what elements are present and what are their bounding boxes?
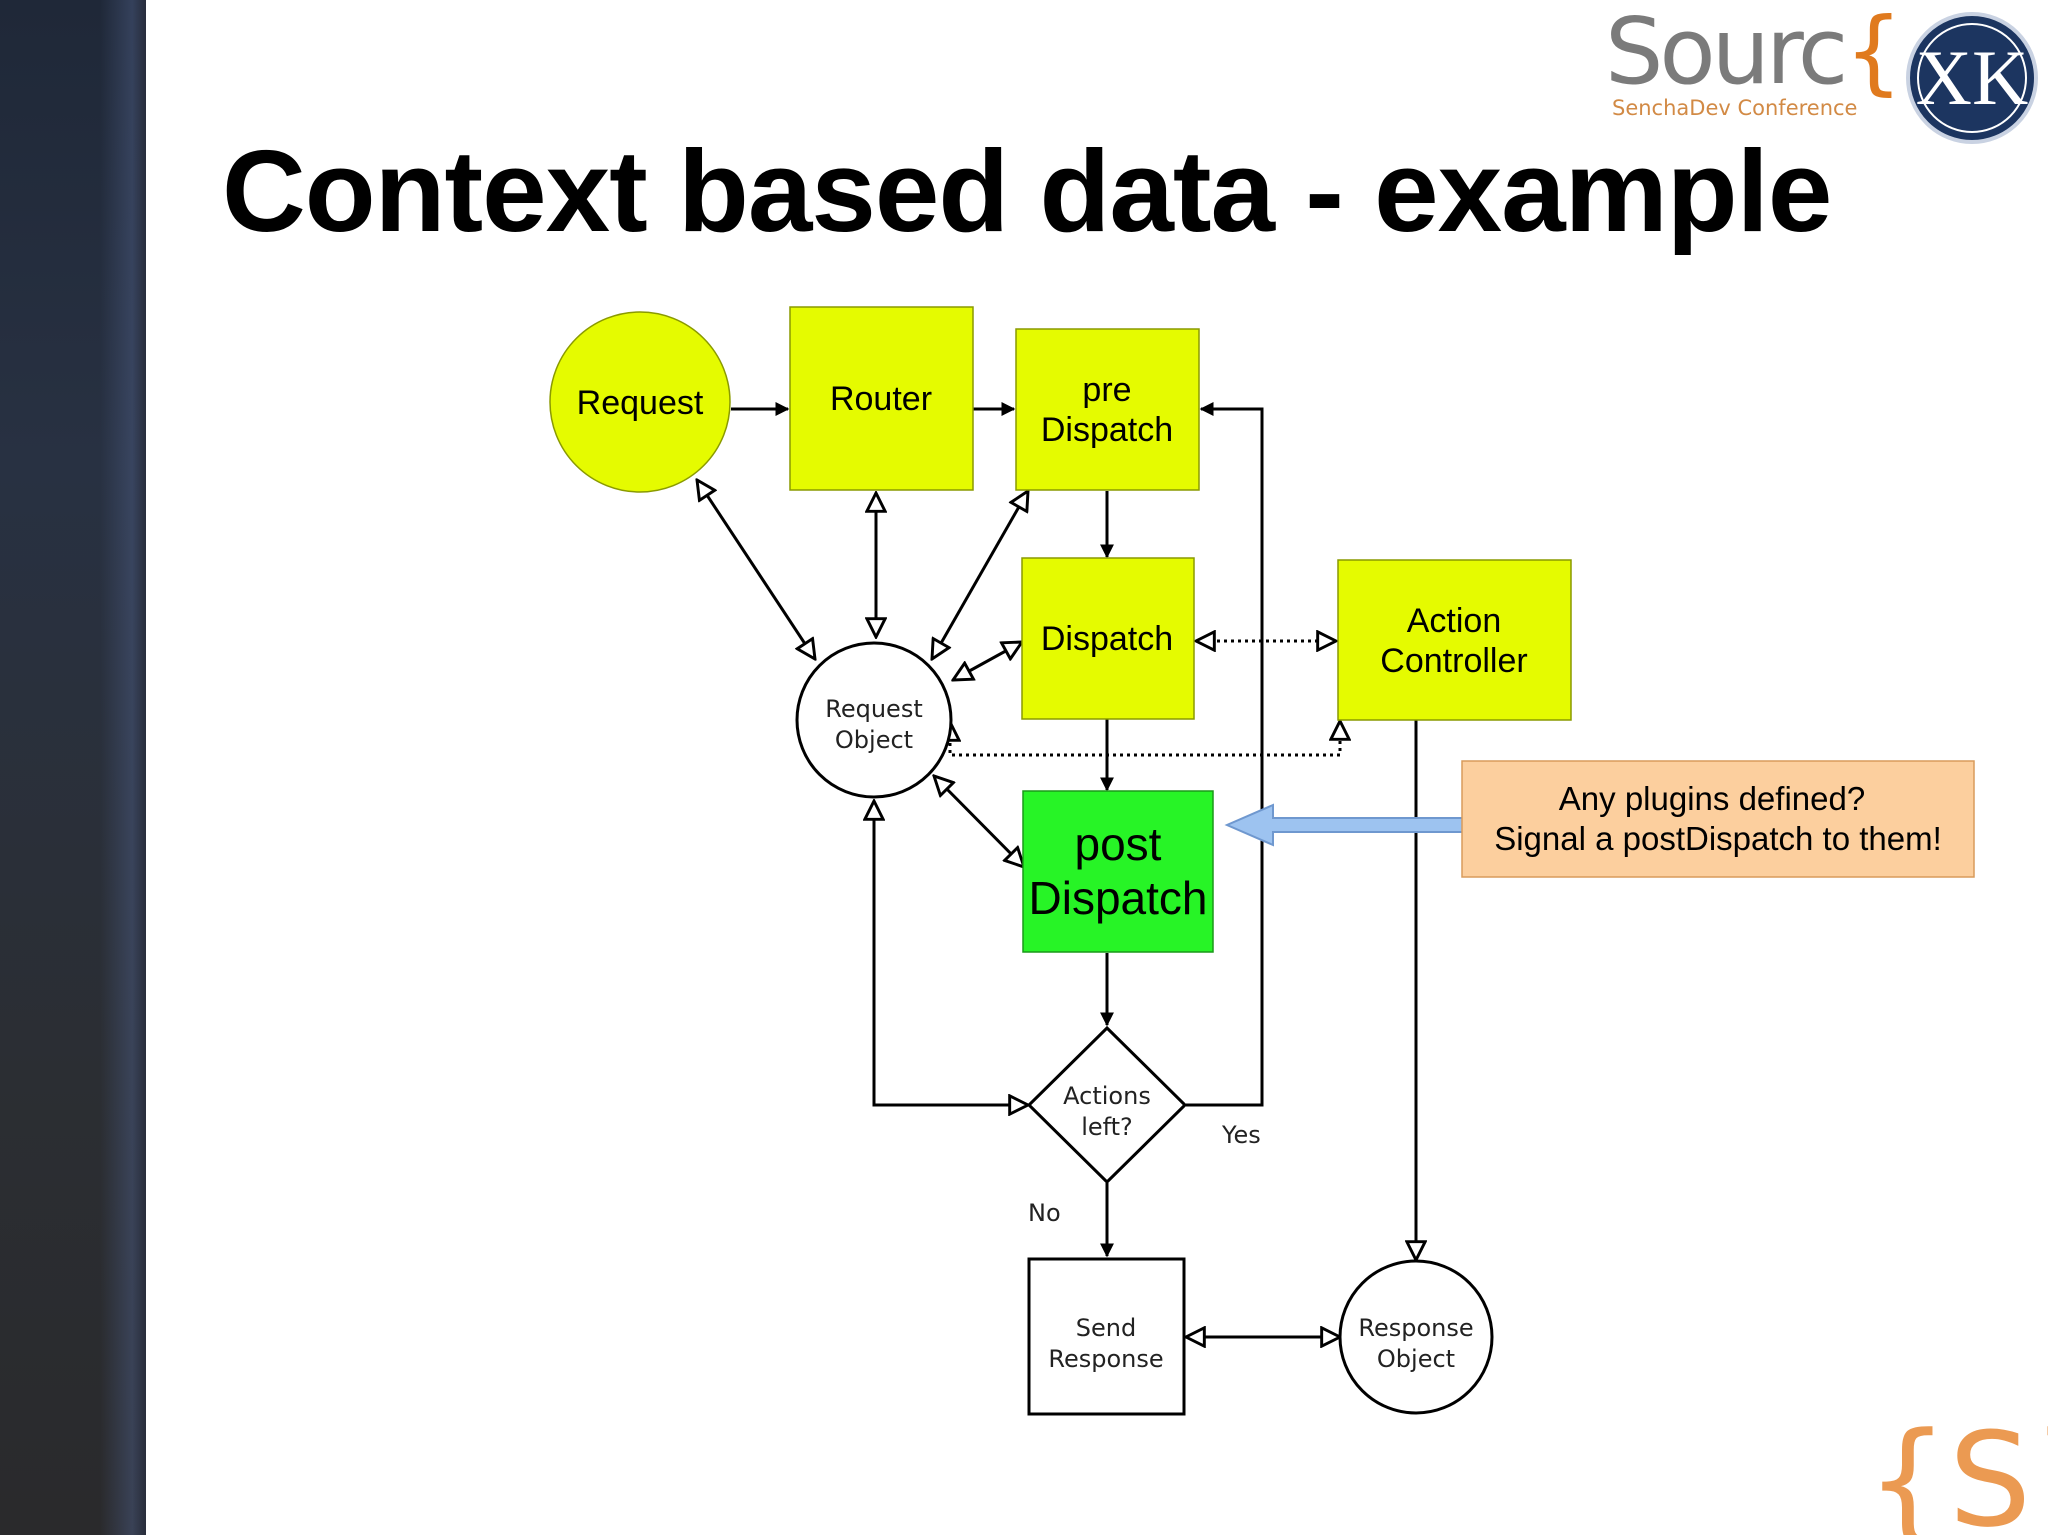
actions-left-decision: Actions left? [1026, 1025, 1188, 1185]
post-dispatch-line-1: post [1075, 818, 1162, 870]
pre-dispatch-node: pre Dispatch [1015, 328, 1200, 491]
curly-brace-s-icon: {S} [1866, 1404, 2048, 1535]
request-object-line-1: Request [825, 695, 923, 723]
action-controller-line-1: Action [1407, 602, 1502, 640]
router-label: Router [830, 380, 932, 418]
response-object-line-2: Object [1377, 1345, 1455, 1373]
request-node: Request [549, 311, 731, 493]
arrow-yes-loop [1186, 402, 1264, 1107]
response-object-node: Response Object [1338, 1259, 1494, 1415]
send-response-node: Send Response [1027, 1257, 1186, 1416]
action-controller-line-2: Controller [1380, 642, 1527, 680]
svg-text:{S}: {S} [1866, 1404, 2048, 1535]
callout-line-1: Any plugins defined? [1559, 780, 1865, 817]
send-response-line-2: Response [1048, 1345, 1163, 1373]
slide-title: Context based data - example [222, 126, 1832, 256]
link-dispatch-reqobj [953, 642, 1022, 680]
link-request-reqobj [697, 480, 815, 659]
link-reqobj-postdispatch [934, 776, 1024, 867]
no-label: No [1028, 1199, 1061, 1227]
send-response-line-1: Send [1076, 1314, 1136, 1342]
callout-arrow [1224, 803, 1465, 847]
dotted-reqobj-controller [950, 721, 1340, 757]
action-controller-node: Action Controller [1337, 559, 1572, 721]
dispatch-node: Dispatch [1021, 557, 1195, 720]
conference-logo: Sourc{ [1605, 6, 1903, 98]
request-label: Request [577, 384, 704, 422]
actions-left-line-2: left? [1081, 1113, 1133, 1141]
logo-brace: { [1844, 0, 1903, 105]
callout-line-2: Signal a postDispatch to them! [1494, 820, 1942, 857]
link-decision-reqobj [874, 801, 1028, 1105]
yes-label: Yes [1221, 1121, 1261, 1149]
plugins-callout: Any plugins defined? Signal a postDispat… [1461, 760, 1975, 878]
svg-text:XK: XK [1916, 34, 2029, 121]
post-dispatch-node: post Dispatch [1022, 790, 1214, 953]
connectors [697, 402, 1416, 1337]
response-object-line-1: Response [1358, 1314, 1473, 1342]
sidebar-shade [100, 0, 146, 1535]
link-predispatch-reqobj [932, 491, 1028, 659]
router-node: Router [789, 306, 974, 491]
actions-left-line-1: Actions [1063, 1082, 1151, 1110]
logo-brand: Sourc [1605, 0, 1848, 105]
pre-dispatch-line-1: pre [1082, 371, 1131, 409]
post-dispatch-line-2: Dispatch [1029, 872, 1208, 924]
request-object-line-2: Object [835, 726, 913, 754]
request-object-node: Request Object [795, 641, 953, 799]
pre-dispatch-line-2: Dispatch [1041, 411, 1173, 449]
logo-subtitle: SenchaDev Conference [1612, 96, 1858, 120]
dispatch-label: Dispatch [1041, 620, 1173, 658]
xk-monogram-icon: XK [1906, 12, 2038, 144]
